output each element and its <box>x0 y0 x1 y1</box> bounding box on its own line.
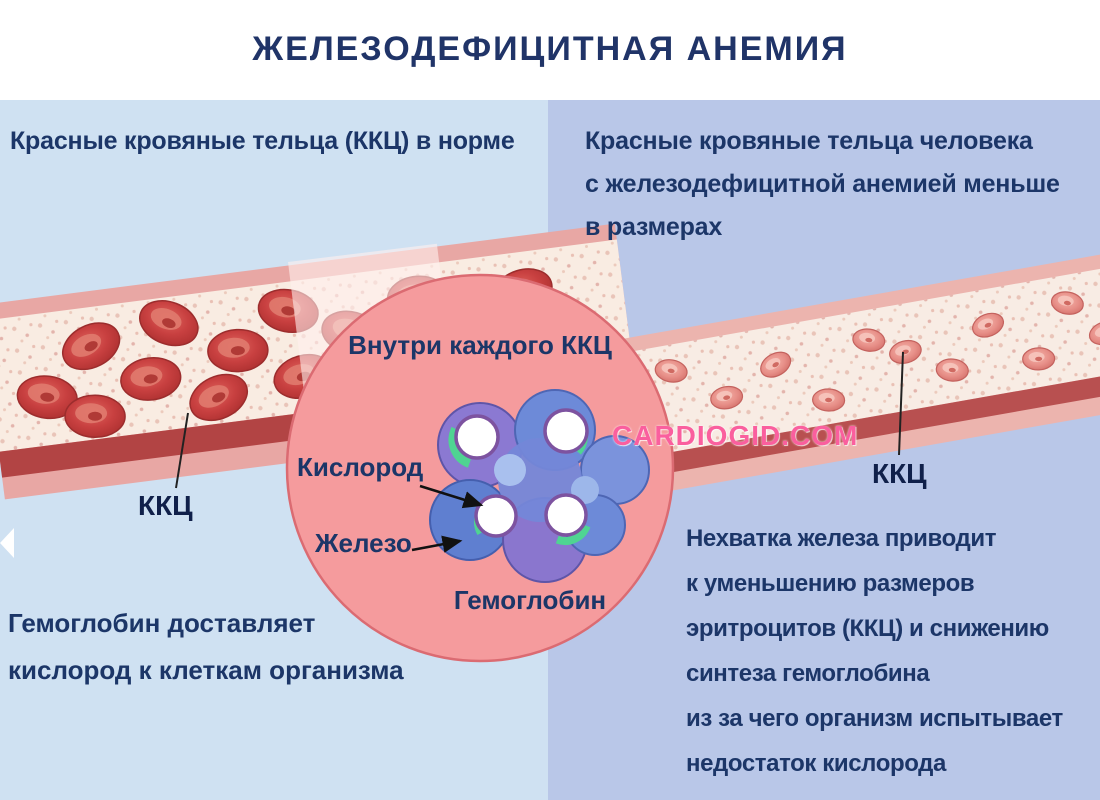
kkc-label-right: ККЦ <box>872 458 927 489</box>
kkc-label-left: ККЦ <box>138 490 193 521</box>
left-kkc-pointer-line <box>175 412 189 489</box>
oxygen-label: Кислород <box>297 452 424 482</box>
hemoglobin-molecule-illustration <box>429 389 650 583</box>
oxygen-arrow <box>419 484 484 509</box>
oxygen-circles <box>454 408 589 538</box>
magnifier-title: Внутри каждого ККЦ <box>348 330 612 360</box>
right-panel-caption: Красные кровяные тельца человека с желез… <box>585 127 1060 241</box>
hemoglobin-label: Гемоглобин <box>453 585 607 615</box>
page-title: ЖЕЛЕЗОДЕФИЦИТНАЯ АНЕМИЯ <box>252 30 848 68</box>
watermark: CARDIOGID.COM <box>612 420 859 451</box>
left-panel-description: Гемоглобин доставляет кислород к клеткам… <box>8 608 404 685</box>
right-panel-description: Нехватка железа приводит к уменьшению ра… <box>686 525 1063 777</box>
iron-arrow <box>411 535 463 553</box>
anemia-vessel-illustration <box>548 251 1100 508</box>
left-panel-caption: Красные кровяные тельца (ККЦ) в норме <box>10 127 515 155</box>
right-kkc-pointer-line <box>898 351 904 456</box>
iron-label: Железо <box>315 528 412 558</box>
left-edge-arrow-icon <box>0 528 14 558</box>
